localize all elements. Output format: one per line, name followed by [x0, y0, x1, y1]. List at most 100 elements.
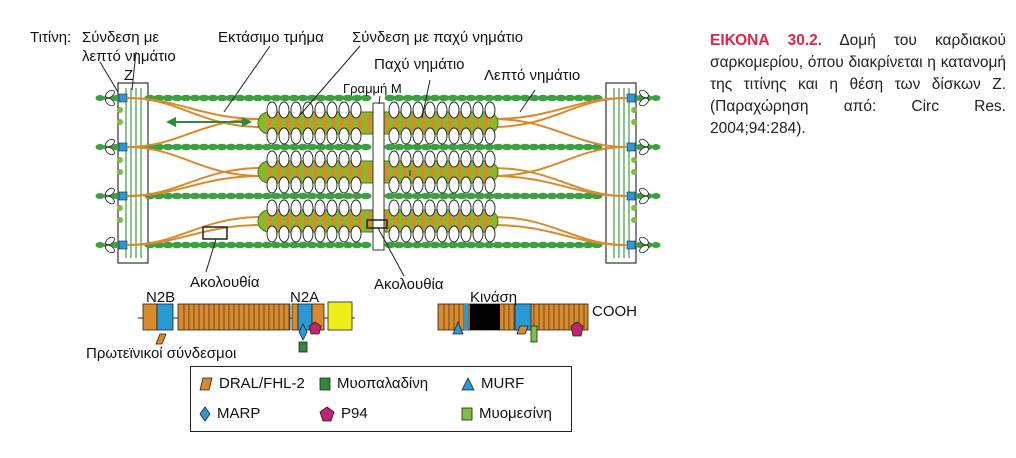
legend-label: DRAL/FHL-2 — [219, 375, 305, 392]
legend-label: Μυομεσίνη — [479, 405, 552, 422]
legend-label: P94 — [341, 405, 368, 422]
actin-bead — [234, 241, 246, 249]
actin-bead — [252, 241, 264, 249]
actin-bead — [270, 94, 282, 102]
actin-bead — [297, 241, 309, 249]
myosin-head — [314, 176, 326, 194]
z-disc-right — [605, 82, 637, 264]
actin-bead — [306, 94, 318, 102]
actin-bead — [198, 94, 210, 102]
titin-stripe — [412, 164, 416, 180]
loop — [105, 146, 115, 156]
actin-bead — [555, 192, 567, 200]
z-dot — [117, 107, 123, 113]
myosin-head — [472, 199, 484, 217]
titin-stripe — [439, 164, 443, 180]
titin-stripe — [484, 164, 488, 180]
titin-stripe — [421, 213, 425, 229]
actin-bead — [438, 241, 450, 249]
actin-bead — [555, 94, 567, 102]
myosin-head — [326, 150, 338, 168]
actin-bead — [162, 241, 174, 249]
titin-stripe — [313, 213, 317, 229]
z-anchor-square — [118, 191, 128, 201]
z-disc-label: Z — [124, 67, 134, 84]
actin-bead — [438, 192, 450, 200]
myosin-head — [388, 225, 400, 243]
kinase-label: Κινάση — [470, 289, 518, 306]
myomesin-marker — [530, 325, 538, 343]
myosin-head — [266, 150, 278, 168]
myosin-head — [448, 176, 460, 194]
titin-stripe — [286, 213, 290, 229]
actin-bead — [573, 143, 585, 151]
titin-stripe — [286, 115, 290, 131]
titin-stripe — [304, 164, 308, 180]
actin-bead — [315, 241, 327, 249]
myosin-head — [350, 199, 362, 217]
titin-stripe — [448, 164, 452, 180]
myosin-head — [314, 127, 326, 145]
z-dot — [117, 169, 123, 175]
z-disc-left — [117, 82, 149, 264]
z-dot — [631, 119, 637, 125]
n2b-unique — [156, 303, 174, 331]
actin-bead — [465, 192, 477, 200]
actin-bead — [306, 192, 318, 200]
myosin-head — [388, 101, 400, 119]
myosin-head — [326, 101, 338, 119]
myomesin-swatch-icon — [461, 407, 473, 420]
myosin-head — [436, 127, 448, 145]
myosin-head — [350, 176, 362, 194]
actin-bead — [171, 94, 183, 102]
actin-bead — [465, 241, 477, 249]
actin-bead — [216, 143, 228, 151]
myosin-head — [388, 176, 400, 194]
myosin-head — [400, 225, 412, 243]
actin-bead — [528, 241, 540, 249]
titin-stripe — [358, 213, 362, 229]
titin-stripe — [331, 164, 335, 180]
actin-bead — [447, 143, 459, 151]
loop — [639, 89, 649, 99]
myopalladin-marker — [298, 341, 308, 353]
actin-bead — [510, 241, 522, 249]
murf-marker — [452, 320, 464, 335]
loop — [105, 195, 115, 205]
titin-stripe — [385, 164, 389, 180]
titin-stripe — [421, 164, 425, 180]
titin-stripe — [457, 115, 461, 131]
myosin-head — [412, 176, 424, 194]
ig-domain — [142, 303, 158, 331]
myosin-head — [400, 127, 412, 145]
actin-bead — [180, 94, 192, 102]
myosin-head — [412, 127, 424, 145]
titin-stripe — [448, 115, 452, 131]
actin-bead — [243, 241, 255, 249]
actin-bead — [324, 241, 336, 249]
actin-bead — [501, 192, 513, 200]
actin-bead — [288, 143, 300, 151]
actin-bead — [528, 143, 540, 151]
sequence-label-left: Ακολουθία — [190, 274, 260, 291]
z-anchor-square — [626, 93, 636, 103]
actin-bead — [162, 192, 174, 200]
titin-stripe — [430, 164, 434, 180]
myosin-head — [338, 101, 350, 119]
actin-bead — [111, 95, 121, 101]
protein-ligands-label: Πρωτεϊνικοί σύνδεσμοι — [86, 345, 237, 362]
actin-bead — [429, 143, 441, 151]
actin-bead — [171, 241, 183, 249]
myosin-head — [484, 150, 496, 168]
myosin-head — [400, 199, 412, 217]
myosin-head — [424, 127, 436, 145]
titin-stripe — [412, 115, 416, 131]
titin-stripe — [421, 115, 425, 131]
actin-bead — [519, 241, 531, 249]
z-dot — [117, 119, 123, 125]
myosin-head — [472, 225, 484, 243]
z-anchor-square — [118, 240, 128, 250]
actin-bead — [501, 143, 513, 151]
myosin-head — [460, 150, 472, 168]
actin-bead — [447, 94, 459, 102]
